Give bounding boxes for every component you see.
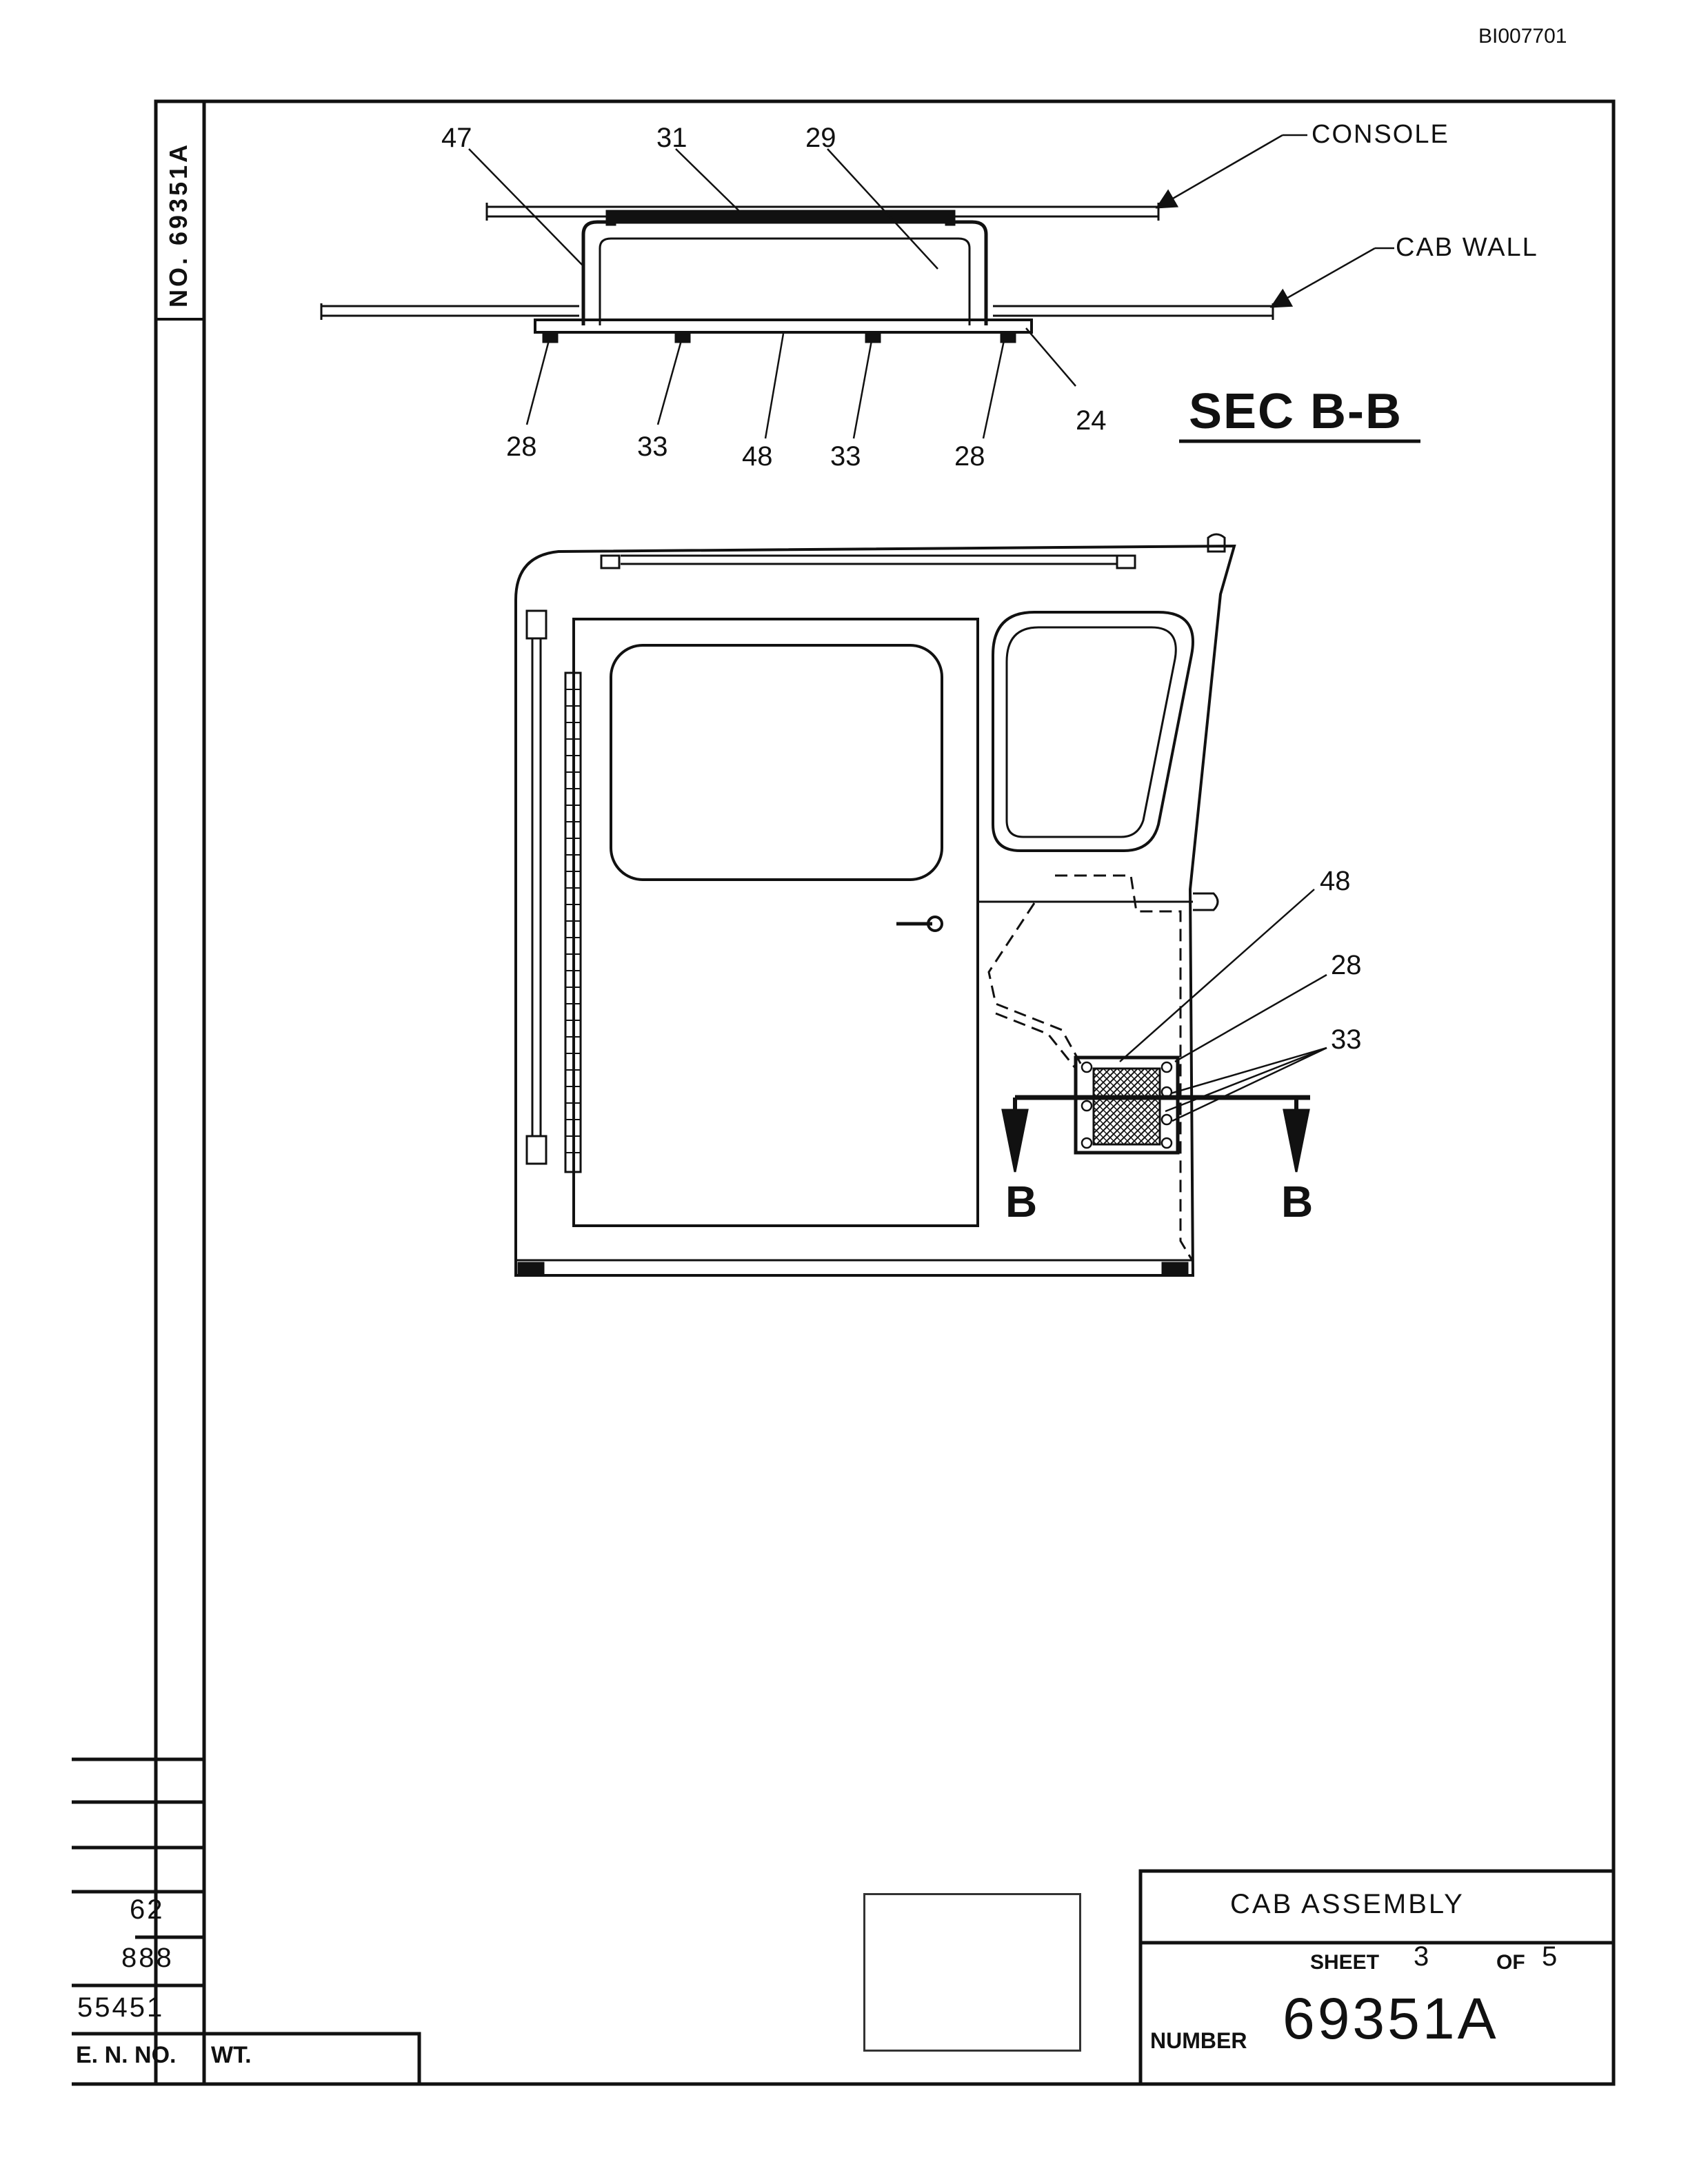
callout-28-right: 28 bbox=[954, 441, 985, 472]
sheet-number: 3 bbox=[1414, 1941, 1429, 1972]
unit-rig-logo: UNIT RIG bbox=[863, 1893, 1081, 2052]
margin-drawing-number: NO. 69351A bbox=[164, 141, 192, 307]
callout-24: 24 bbox=[1076, 405, 1107, 436]
revision-row-1: 62 bbox=[130, 1894, 165, 1925]
section-mark-right: B bbox=[1281, 1177, 1314, 1226]
cab-elevation-view bbox=[514, 533, 1327, 1277]
revision-row-3: 55451 bbox=[77, 1992, 165, 2023]
revision-block-lines bbox=[72, 1757, 421, 2086]
cab-wall-label: CAB WALL bbox=[1396, 233, 1538, 262]
weight-label: WT. bbox=[211, 2042, 252, 2068]
callout-33-right: 33 bbox=[830, 441, 861, 472]
document-id: BI007701 bbox=[1478, 25, 1567, 48]
callout-47: 47 bbox=[441, 123, 472, 153]
section-title: SEC B-B bbox=[1189, 384, 1403, 439]
sheet-total: 5 bbox=[1542, 1941, 1558, 1972]
logo-text: UNIT RIG bbox=[919, 1918, 1061, 1957]
callout-28-left: 28 bbox=[506, 432, 537, 462]
console-label: CONSOLE bbox=[1312, 120, 1449, 149]
callout-31: 31 bbox=[656, 123, 687, 153]
drawing-title: CAB ASSEMBLY bbox=[1230, 1889, 1465, 1919]
section-b-b-view bbox=[320, 134, 1420, 443]
number-label: NUMBER bbox=[1150, 2028, 1247, 2053]
revision-row-2: 888 bbox=[121, 1943, 174, 1973]
callout-33-elevation: 33 bbox=[1331, 1024, 1362, 1055]
callout-48-section: 48 bbox=[742, 441, 773, 472]
callout-29: 29 bbox=[805, 123, 836, 153]
callout-33-left: 33 bbox=[637, 432, 668, 462]
callout-48-elevation: 48 bbox=[1320, 866, 1351, 896]
callout-28-elevation: 28 bbox=[1331, 950, 1362, 980]
sheet-label: SHEET bbox=[1310, 1951, 1380, 1974]
title-block-lines bbox=[1138, 1869, 1616, 2086]
section-mark-left: B bbox=[1005, 1177, 1038, 1226]
drawing-number: 69351A bbox=[1283, 1986, 1499, 2051]
of-label: OF bbox=[1496, 1951, 1525, 1974]
sheet-border bbox=[154, 99, 1616, 2086]
en-no-label: E. N. NO. bbox=[76, 2042, 177, 2068]
